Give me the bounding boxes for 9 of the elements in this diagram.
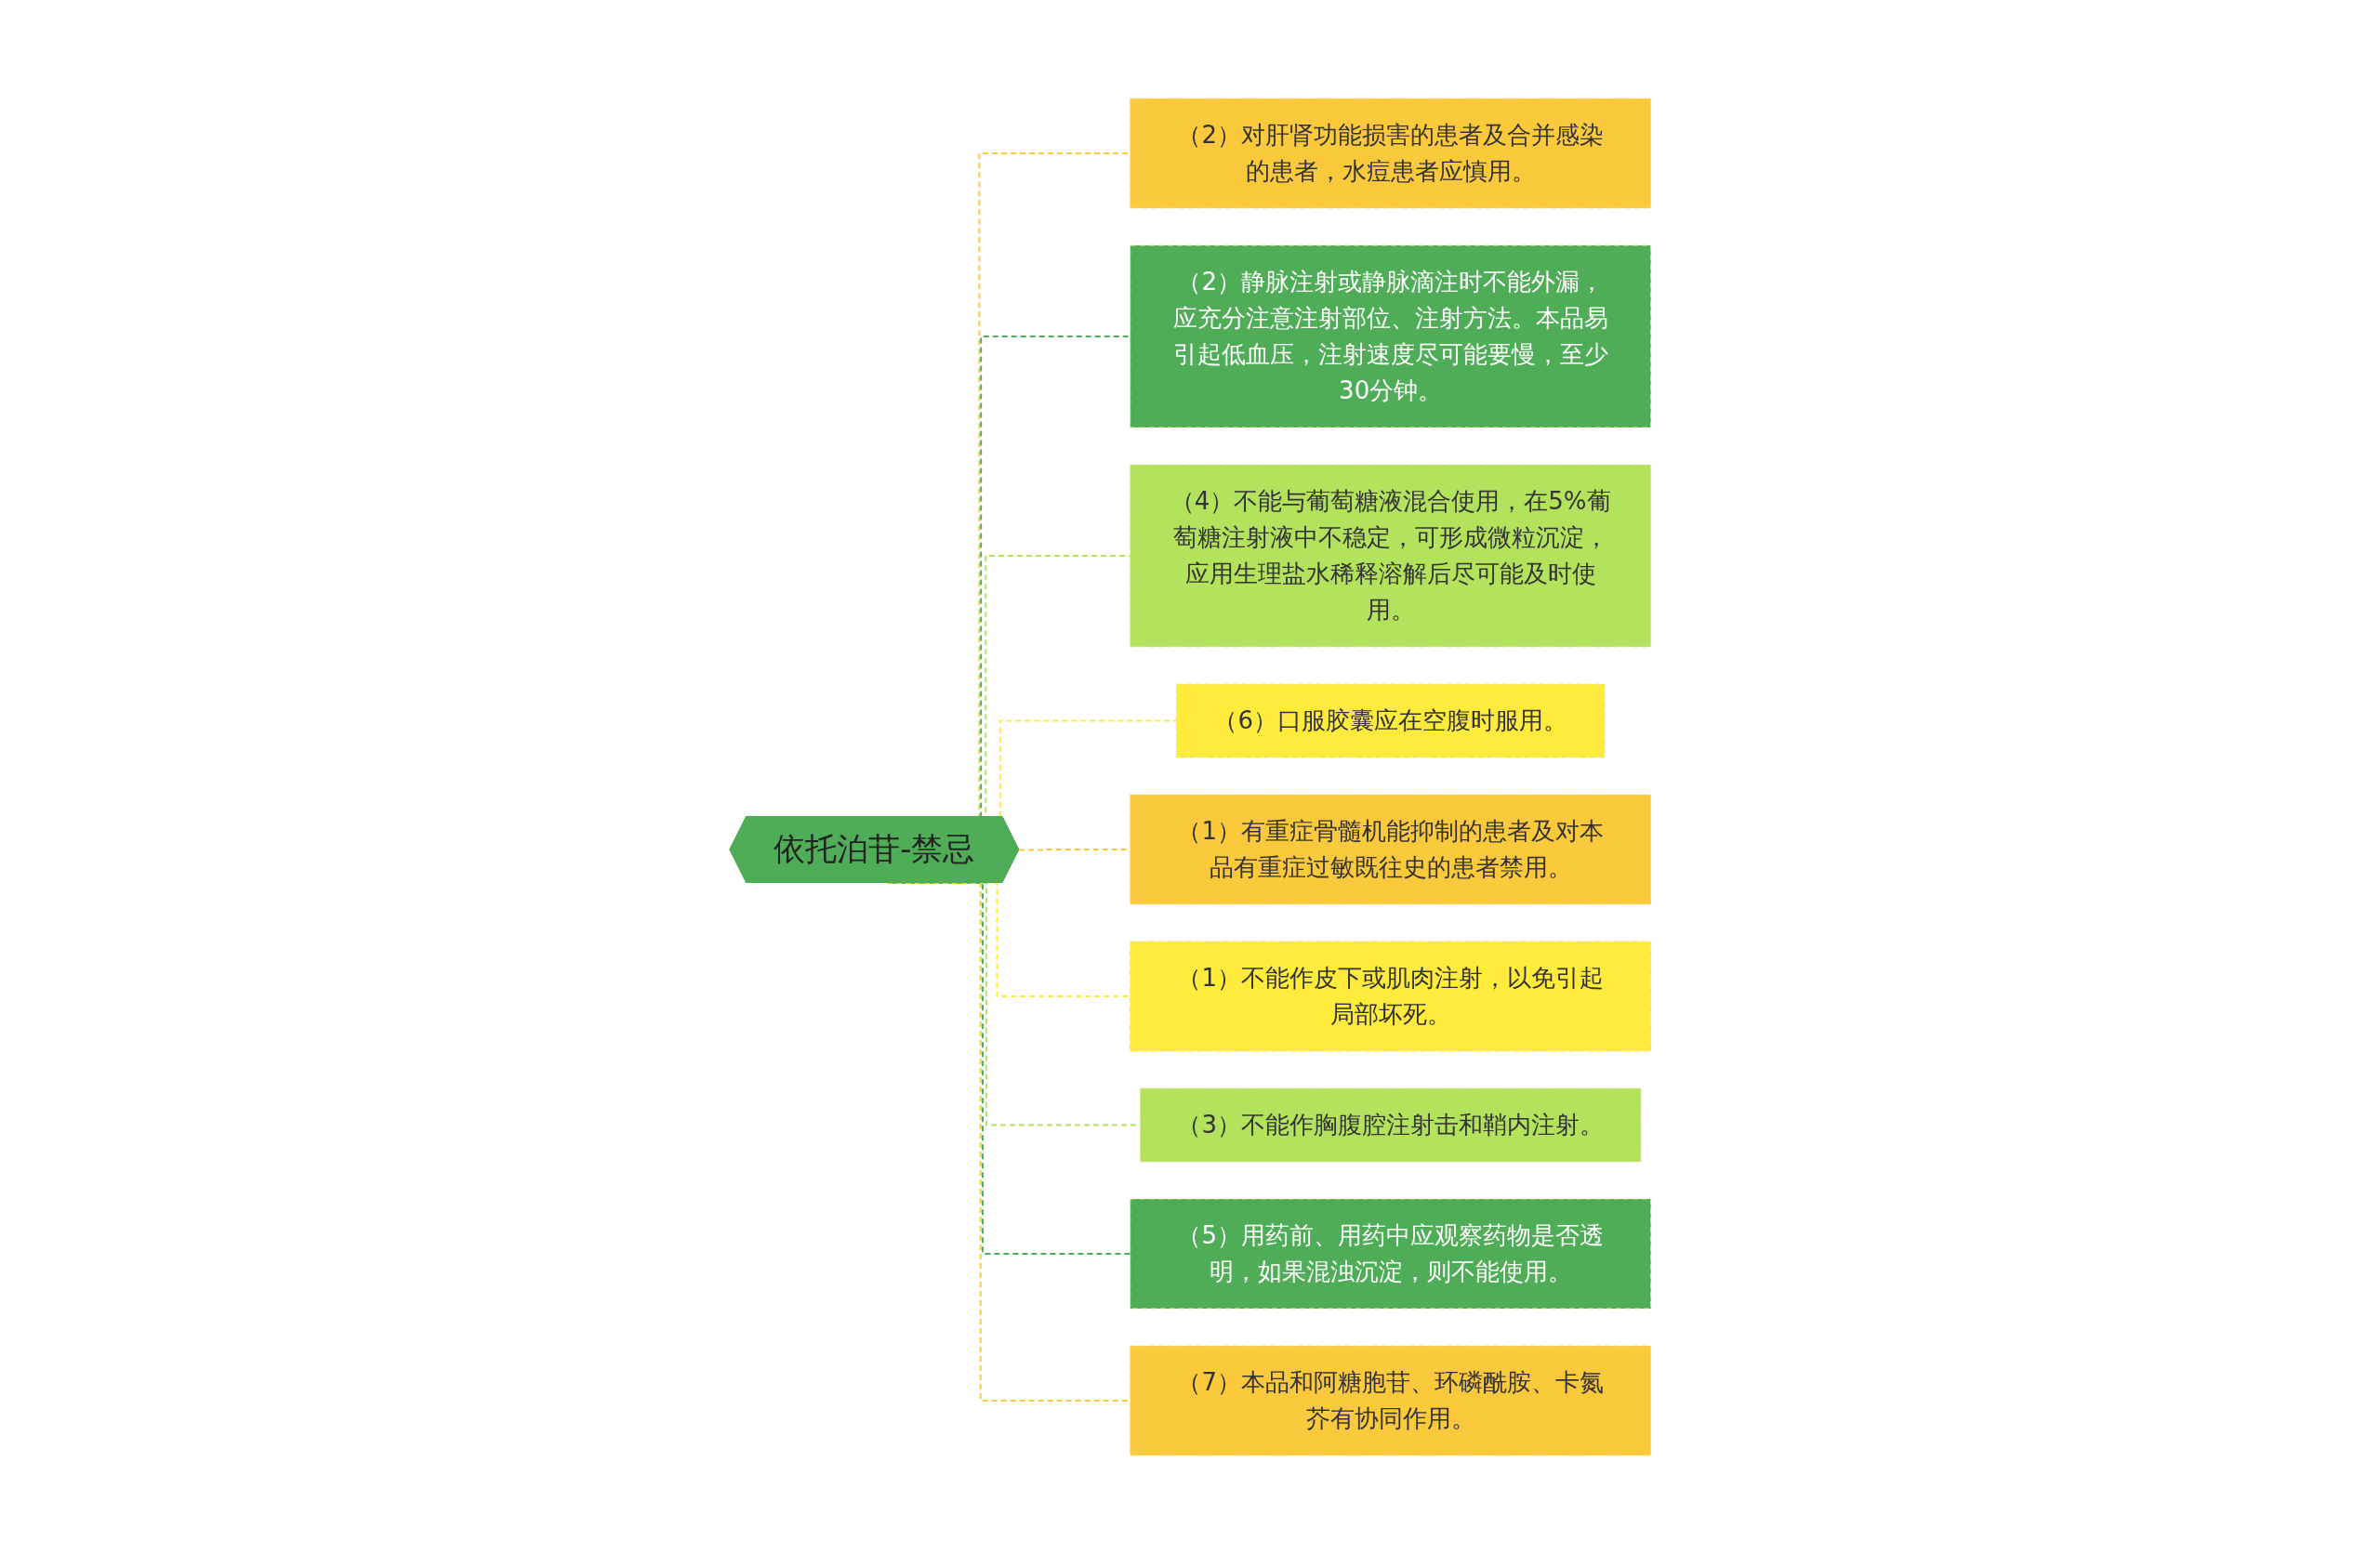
node-box: （5）用药前、用药中应观察药物是否透明，如果混浊沉淀，则不能使用。 — [1129, 1198, 1651, 1310]
node-box: （2）静脉注射或静脉滴注时不能外漏，应充分注意注射部位、注射方法。本品易引起低血压，注射速度尽可能要慢，至少30分钟。 — [1129, 244, 1651, 428]
node-box: （3）不能作胸腹腔注射击和鞘内注射。 — [1139, 1087, 1642, 1163]
node-box: （7）本品和阿糖胞苷、环磷酰胺、卡氮芥有协同作用。 — [1129, 1345, 1651, 1456]
node-box: （2）对肝肾功能损害的患者及合并感染的患者，水痘患者应慎用。 — [1129, 98, 1651, 209]
node-box: （1）有重症骨髓机能抑制的患者及对本品有重症过敏既往史的患者禁用。 — [1129, 794, 1651, 905]
node-box: （4）不能与葡萄糖液混合使用，在5%葡萄糖注射液中不稳定，可形成微粒沉淀，应用生理盐水稀释溶解后尽可能及时使用。 — [1129, 464, 1651, 648]
node-box: （1）不能作皮下或肌肉注射，以免引起局部坏死。 — [1129, 941, 1651, 1052]
node-box: （6）口服胶囊应在空腹时服用。 — [1175, 683, 1606, 758]
